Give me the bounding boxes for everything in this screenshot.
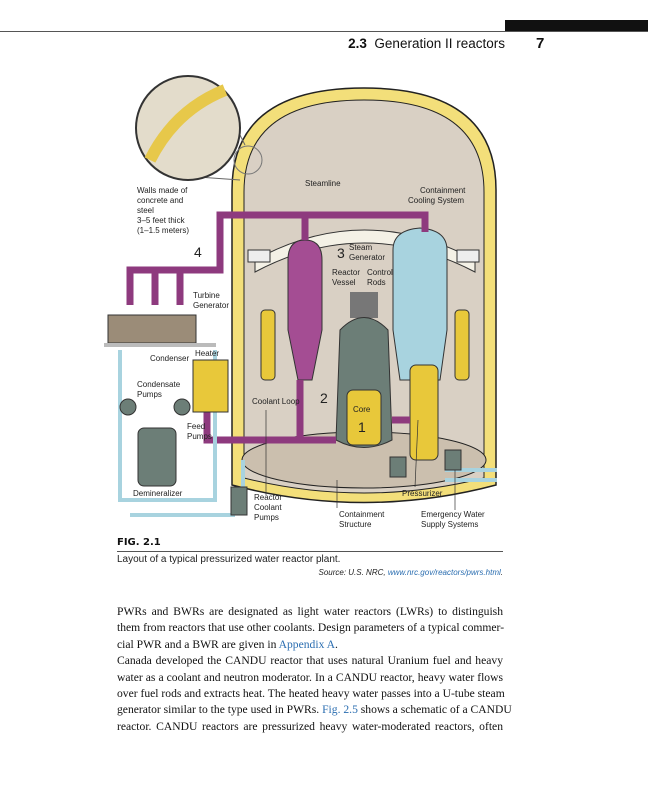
pressurizer-tank [409,364,439,461]
fig-2-5-link[interactable]: Fig. 2.5 [322,703,358,717]
source-link[interactable]: www.nrc.gov/reactors/pwrs.html [387,568,501,577]
crane-block-left [247,249,271,263]
body-line: Canada developed the CANDU reactor that … [117,654,503,668]
condensate-pump [119,398,137,416]
pump-left [260,309,276,381]
appendix-a-link[interactable]: Appendix A [278,637,335,651]
reactor-coolant-pump [230,486,248,516]
label-core: Core [353,405,371,414]
water-pipes [118,350,497,517]
section-title: Generation II reactors [374,36,505,51]
label-coolant-loop: Coolant Loop [252,397,300,406]
text: cial PWR and a BWR are given in [117,637,279,651]
turbine-generator [107,314,197,344]
emergency-pump [389,456,407,478]
body-line: PWRs and BWRs are designated as light wa… [117,605,503,618]
source-prefix: Source: U.S. NRC, [318,568,388,577]
label-condenser: Condenser [150,354,189,363]
figure-number: FIG. 2.1 [117,537,161,548]
demineralizer [137,427,177,487]
header-rule [0,31,648,32]
body-text: PWRs and BWRs are designated as light wa… [117,604,512,735]
page-number: 7 [536,35,545,52]
crane-block-right [456,249,480,263]
steam-generator [287,239,323,381]
text: shows a schematic of a CANDU [357,703,512,717]
body-line: reactor. CANDU reactors are pressurized … [117,719,503,733]
heater [192,359,229,413]
body-line: them from reactors that use other coolan… [117,621,505,635]
caption-rule [117,551,503,552]
water-tank [392,227,448,381]
text: . [335,637,338,651]
control-rods [350,292,378,318]
pump-right [454,309,470,381]
body-line: cial PWR and a BWR are given in Appendix… [117,637,503,653]
label-steamline: Steamline [305,179,341,188]
figure-source: Source: U.S. NRC, www.nrc.gov/reactors/p… [117,568,503,577]
label-heater: Heater [195,349,219,358]
label-1: 1 [358,419,366,435]
body-line: over fuel rods and extracts heat. The he… [117,686,505,700]
figure-caption: Layout of a typical pressurized water re… [117,554,341,565]
running-header: 2.3 Generation II reactors [340,36,505,51]
label-3: 3 [337,245,345,261]
label-4: 4 [194,244,202,260]
label-demineralizer: Demineralizer [133,489,183,498]
source-suffix: . [500,568,503,577]
text: generator similar to the type used in PW… [117,703,323,717]
body-line: generator similar to the type used in PW… [117,702,512,718]
body-line: water as a coolant and neutron moderator… [117,670,503,684]
feed-pump [173,398,191,416]
reactor-core [346,389,382,446]
wall-magnifier [135,75,241,181]
header-bar [505,20,648,31]
section-number: 2.3 [348,36,367,51]
label-2: 2 [320,390,328,406]
label-pressurizer: Pressurizer [402,489,443,498]
